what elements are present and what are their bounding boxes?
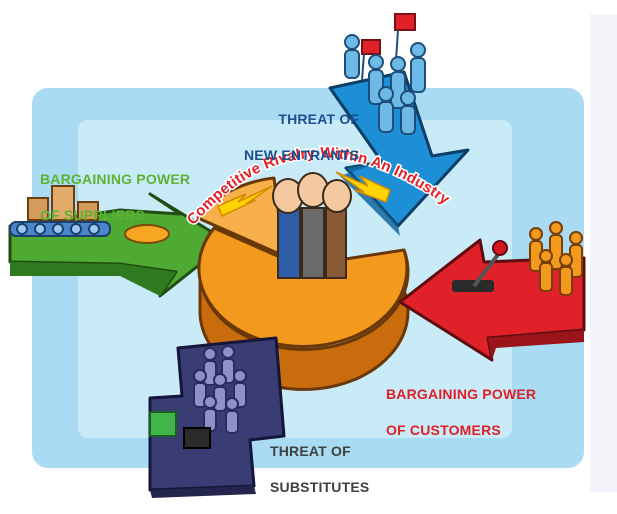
label-new-entrants: THREAT OF NEW ENTRANTS: [244, 92, 359, 182]
label-substitutes: THREAT OF SUBSTITUTES: [270, 424, 369, 514]
crowd-with-lever-icon: [529, 221, 583, 296]
side-strip: [590, 14, 617, 492]
label-line: OF SUPPLIERS: [40, 207, 146, 223]
crowd-with-flags-icon: [344, 13, 426, 135]
label-line: SUBSTITUTES: [270, 479, 370, 495]
label-line: OF CUSTOMERS: [386, 422, 501, 438]
label-customers: BARGAINING POWER OF CUSTOMERS: [386, 367, 536, 457]
lightning-icon: [335, 171, 391, 203]
lightning-icon: [217, 185, 273, 218]
label-line: THREAT OF: [278, 111, 360, 127]
people-and-chips-icon: [149, 345, 247, 449]
label-line: BARGAINING POWER: [40, 171, 191, 187]
label-line: BARGAINING POWER: [386, 386, 537, 402]
label-line: NEW ENTRANTS: [244, 147, 360, 163]
label-line: THREAT OF: [270, 443, 351, 459]
label-suppliers: BARGAINING POWER OF SUPPLIERS: [40, 152, 190, 242]
fists-icon: [272, 172, 352, 279]
boxes-on-conveyor-icon: [9, 185, 111, 237]
